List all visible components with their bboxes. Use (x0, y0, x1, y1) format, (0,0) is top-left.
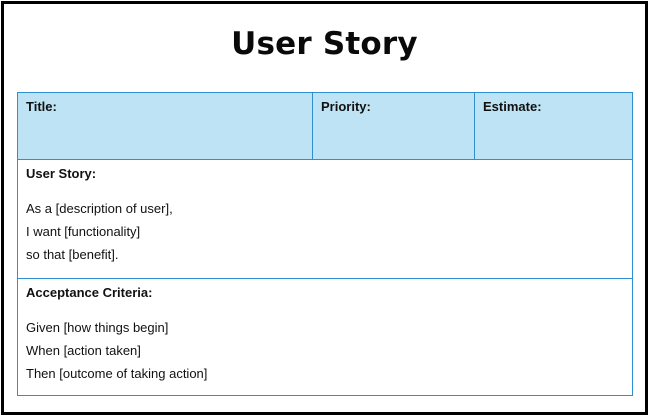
estimate-label: Estimate: (483, 99, 542, 114)
story-line: so that [benefit]. (26, 247, 119, 262)
user-story-section[interactable]: User Story: As a [description of user], … (18, 160, 632, 279)
acceptance-criteria-section[interactable]: Acceptance Criteria: Given [how things b… (18, 279, 632, 395)
acceptance-criteria-label: Acceptance Criteria: (26, 285, 153, 300)
priority-label: Priority: (321, 99, 371, 114)
story-line: I want [functionality] (26, 224, 141, 239)
criteria-line: Given [how things begin] (26, 320, 169, 335)
story-line: As a [description of user], (26, 201, 173, 216)
criteria-line: Then [outcome of taking action] (26, 366, 208, 381)
priority-field[interactable]: Priority: (313, 93, 475, 159)
title-label: Title: (26, 99, 57, 114)
header-row: Title: Priority: Estimate: (18, 93, 632, 160)
criteria-line: When [action taken] (26, 343, 141, 358)
title-field[interactable]: Title: (18, 93, 313, 159)
estimate-field[interactable]: Estimate: (475, 93, 632, 159)
user-story-card: Title: Priority: Estimate: User Story: A… (17, 92, 633, 396)
user-story-label: User Story: (26, 166, 97, 181)
document-title: User Story (231, 26, 418, 62)
